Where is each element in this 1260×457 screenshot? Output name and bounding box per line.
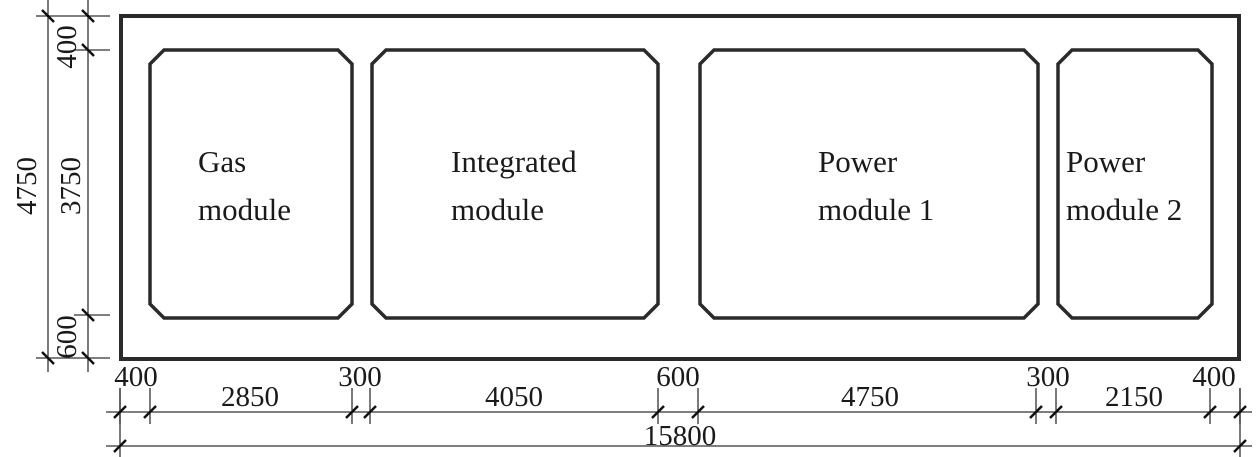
vertical-dimensions: 4750 400 3750 600 [11,0,110,372]
dim-label: 4050 [485,381,543,413]
dimension-tick [113,439,127,453]
module-label: module [198,192,291,227]
module-label: module 1 [818,192,934,227]
dim-label: 400 [114,361,158,393]
module-label: Power [818,144,898,179]
dim-label: 600 [51,315,83,359]
outer-frame [119,14,1241,361]
dim-label: 300 [338,361,382,393]
gas-module-box [148,48,354,320]
dim-label: 600 [656,361,700,393]
dimension-tick [651,405,665,419]
module-label: Power [1066,144,1146,179]
horizontal-dimensions: 400 2850 300 4050 600 4750 300 2150 400 … [106,361,1252,457]
dimension-tick [1203,405,1217,419]
module-label: module 2 [1066,192,1182,227]
module-label: module [451,192,544,227]
dimension-tick [345,405,359,419]
power-module-1-box [698,48,1040,320]
dim-label: 400 [51,25,83,69]
dimension-tick [363,405,377,419]
module-label: Gas [198,144,246,179]
total-height-label: 4750 [11,157,43,215]
integrated-module-box [370,48,660,320]
dim-label: 300 [1026,361,1070,393]
dimension-tick [1233,405,1247,419]
dimension-tick [1233,439,1247,453]
dimension-tick [691,405,705,419]
total-width-label: 15800 [644,420,717,452]
dimension-tick [113,405,127,419]
dim-label: 3750 [55,157,87,215]
dim-label: 4750 [841,381,899,413]
dimension-tick [143,405,157,419]
dim-label: 2150 [1105,381,1163,413]
dim-label: 400 [1192,361,1236,393]
dimension-tick [1049,405,1063,419]
module-label: Integrated [451,144,577,179]
dimension-tick [1029,405,1043,419]
dim-label: 2850 [221,381,279,413]
power-module-2-box [1056,48,1214,320]
